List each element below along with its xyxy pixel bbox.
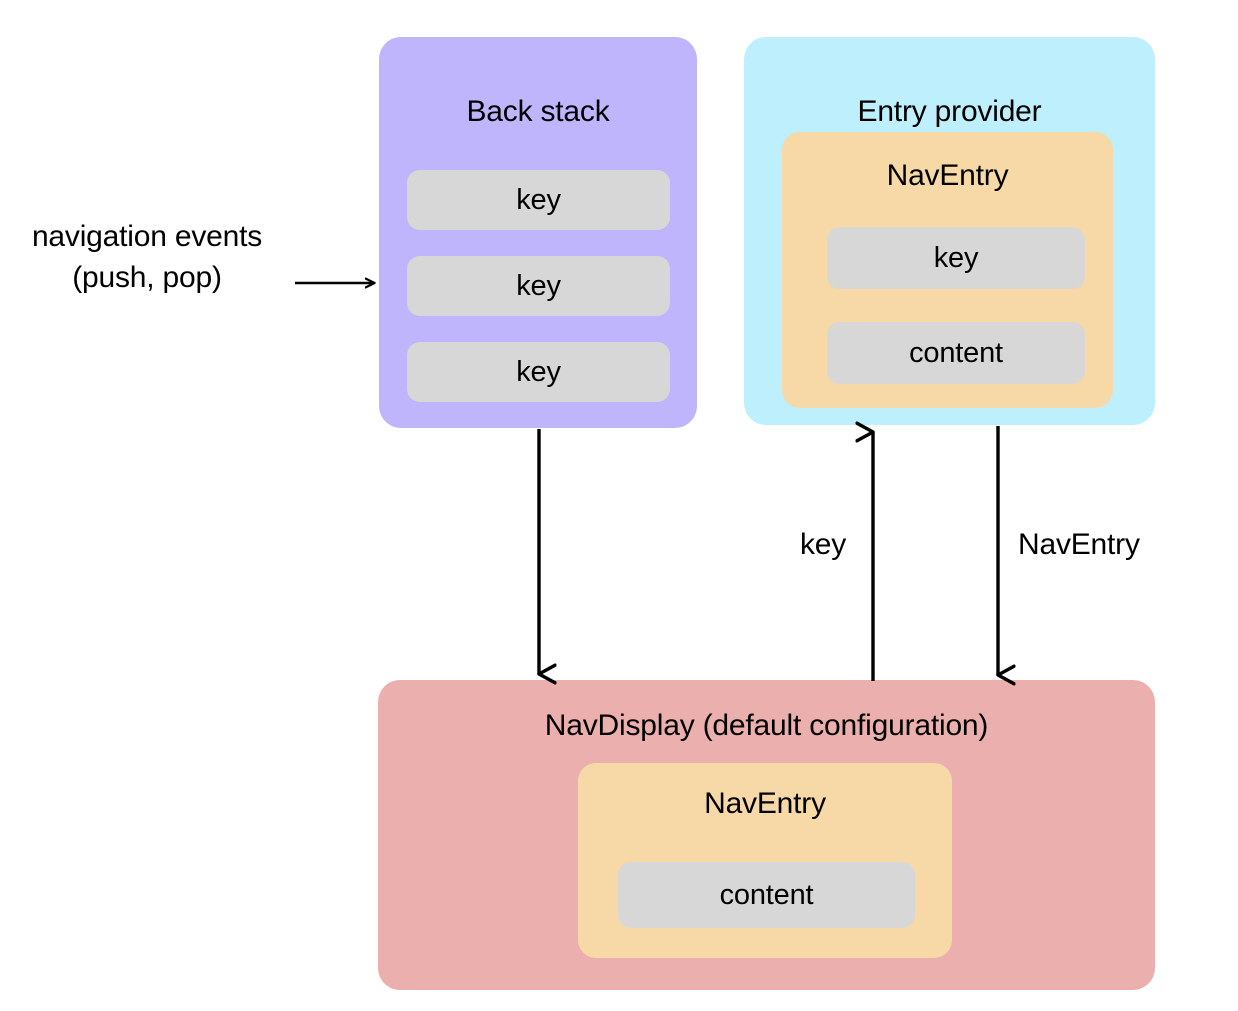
- entry-provider-title: Entry provider: [857, 95, 1042, 128]
- entry-provider-box: Entry provider NavEntry key content: [744, 37, 1155, 425]
- back-stack-box: Back stack key key key: [379, 37, 697, 428]
- nav-display-title: NavDisplay (default configuration): [544, 709, 989, 742]
- entry-provider-key-pill: key: [827, 227, 1085, 289]
- back-stack-key-pill: key: [407, 170, 670, 230]
- navigation-events-line-1: navigation events: [31, 220, 263, 253]
- navigation-events-label: navigation events (push, pop): [8, 216, 286, 298]
- back-stack-key-pill: key: [407, 342, 670, 402]
- nav-display-nav-entry-box: NavEntry content: [578, 763, 952, 958]
- key-connection-label: key: [800, 528, 847, 561]
- entry-provider-nav-entry-title: NavEntry: [886, 159, 1009, 192]
- nav-display-content-pill: content: [618, 862, 915, 928]
- nav-entry-connection-label: NavEntry: [1018, 528, 1140, 561]
- entry-provider-content-pill: content: [827, 322, 1085, 384]
- entry-provider-nav-entry-box: NavEntry key content: [782, 132, 1113, 408]
- back-stack-title: Back stack: [466, 95, 610, 128]
- nav-display-box: NavDisplay (default configuration) NavEn…: [378, 680, 1155, 990]
- nav-display-nav-entry-title: NavEntry: [704, 787, 826, 820]
- back-stack-key-pill: key: [407, 256, 670, 316]
- navigation-events-line-2: (push, pop): [72, 261, 222, 294]
